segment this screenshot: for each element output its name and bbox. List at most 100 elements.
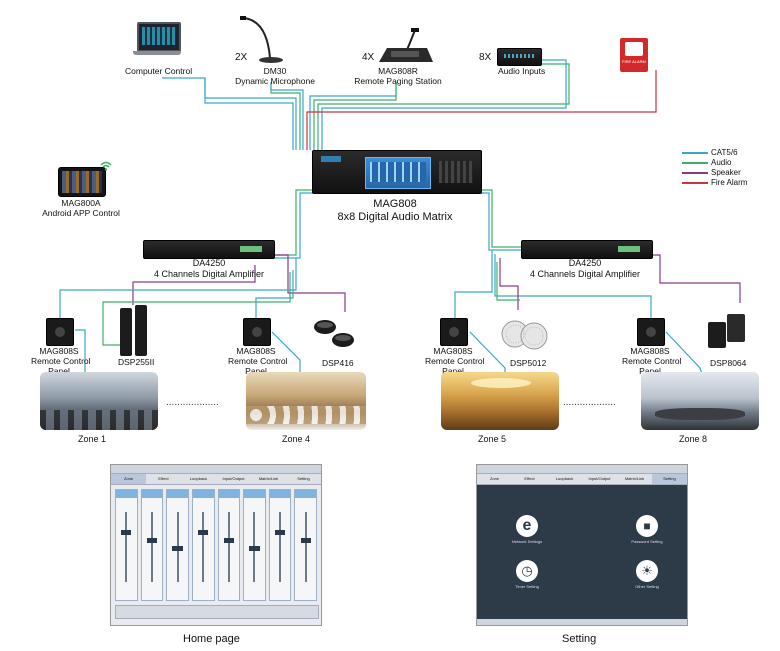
svg-text:...................: ................... bbox=[563, 397, 616, 408]
speaker-label-zone4: DSP416 bbox=[322, 358, 354, 368]
matrix-display bbox=[365, 157, 431, 189]
tab-loopback[interactable]: Loopback bbox=[555, 476, 574, 481]
remote-panel-zone8 bbox=[637, 318, 665, 346]
fader-strip[interactable] bbox=[268, 489, 292, 601]
legend-item: Speaker bbox=[682, 168, 747, 178]
fader-strip[interactable] bbox=[243, 489, 266, 601]
zone5-photo bbox=[441, 372, 559, 430]
fader-strip[interactable] bbox=[217, 489, 241, 601]
fader-knob[interactable] bbox=[300, 538, 311, 543]
home-page-screenshot: Zone Effect Loopback Input/Output Matrix… bbox=[110, 464, 322, 626]
android-name: Android APP Control bbox=[42, 208, 120, 218]
tab-matrix-link[interactable]: Matrix/Link bbox=[258, 476, 279, 481]
network-globe-icon: e bbox=[516, 515, 538, 537]
mic-label: DM30 Dynamic Microphone bbox=[230, 66, 320, 86]
tab-setting[interactable]: Setting bbox=[297, 476, 310, 481]
matrix-name: 8x8 Digital Audio Matrix bbox=[337, 211, 453, 223]
mic-qty: 2X bbox=[235, 52, 248, 63]
other-setting-item[interactable]: ☀ Other Setting bbox=[627, 560, 667, 589]
tab-input-output[interactable]: Input/Output bbox=[222, 476, 245, 481]
android-tablet-device bbox=[58, 167, 106, 197]
zone1-label: Zone 1 bbox=[78, 434, 107, 444]
setting-caption: Setting bbox=[562, 633, 597, 645]
fader-knob[interactable] bbox=[274, 530, 286, 535]
tab-zone[interactable]: Zone bbox=[111, 474, 146, 484]
grille-speaker-icon bbox=[501, 320, 548, 350]
svg-text:...................: ................... bbox=[166, 397, 219, 408]
box-speaker-icon bbox=[727, 314, 745, 342]
amplifier-right-label: DA4250 4 Channels Digital Amplifier bbox=[510, 258, 660, 280]
zone4-photo bbox=[246, 372, 366, 430]
fader-strip[interactable] bbox=[294, 489, 317, 601]
timer-icon: ◷ bbox=[516, 560, 538, 582]
fire-alarm-text: FIRE ALARM bbox=[622, 59, 646, 64]
paging-qty: 4X bbox=[362, 52, 375, 63]
fader-knob[interactable] bbox=[121, 530, 132, 535]
tab-setting[interactable]: Setting bbox=[652, 474, 687, 484]
amplifier-right-device bbox=[521, 240, 653, 259]
paging-name: Remote Paging Station bbox=[354, 76, 442, 86]
android-label: MAG800A Android APP Control bbox=[36, 198, 126, 218]
password-setting-item[interactable]: ■ Password Setting bbox=[627, 515, 667, 544]
computer-label: Computer Control bbox=[125, 66, 193, 76]
mic-model: DM30 bbox=[263, 66, 287, 76]
legend-item: Audio bbox=[682, 158, 747, 168]
fire-alarm-button-icon bbox=[625, 42, 643, 56]
tab-input-output[interactable]: Input/Output bbox=[588, 476, 611, 481]
amplifier-left-device bbox=[143, 240, 275, 259]
matrix-label: MAG808 8x8 Digital Audio Matrix bbox=[330, 198, 460, 224]
zone-ellipsis: ................... ................... bbox=[166, 397, 616, 408]
paging-model: MAG808R bbox=[378, 66, 418, 76]
zone5-label: Zone 5 bbox=[478, 434, 507, 444]
fader-strip[interactable] bbox=[140, 489, 164, 601]
remote-panel-zone4 bbox=[243, 318, 271, 346]
fader-knob[interactable] bbox=[172, 546, 183, 551]
zone8-photo bbox=[641, 372, 759, 430]
tab-zone[interactable]: Zone bbox=[489, 476, 500, 481]
column-speaker-icon bbox=[120, 308, 132, 356]
microphone-icon bbox=[240, 16, 283, 63]
fader-strip[interactable] bbox=[166, 489, 189, 601]
home-tab-bar: Zone Effect Loopback Input/Output Matrix… bbox=[111, 474, 321, 485]
tab-matrix-link[interactable]: Matrix/Link bbox=[624, 476, 645, 481]
amp-left-name: 4 Channels Digital Amplifier bbox=[153, 269, 265, 279]
lock-icon: ■ bbox=[636, 515, 658, 537]
remote-panel-zone1 bbox=[46, 318, 74, 346]
tab-effect[interactable]: Effect bbox=[524, 476, 535, 481]
mic-name: Dynamic Microphone bbox=[235, 76, 315, 86]
computer-device bbox=[133, 22, 181, 56]
tab-effect[interactable]: Effect bbox=[158, 476, 169, 481]
panel-label-zone1: MAG808S Remote Control Panel bbox=[31, 346, 91, 376]
home-bottom-toolbar bbox=[115, 605, 319, 619]
other-settings-icon: ☀ bbox=[636, 560, 658, 582]
speaker-label-zone5: DSP5012 bbox=[510, 358, 547, 368]
matrix-model: MAG808 bbox=[373, 198, 417, 210]
legend: CAT5/6 Audio Speaker Fire Alarm bbox=[682, 148, 747, 188]
fader-strip[interactable] bbox=[115, 489, 138, 601]
remote-panel-zone5 bbox=[440, 318, 468, 346]
fader-strip[interactable] bbox=[191, 489, 215, 601]
zone8-label: Zone 8 bbox=[679, 434, 708, 444]
tab-loopback[interactable]: Loopback bbox=[189, 476, 208, 481]
panel-label-zone8: MAG808S Remote Control Panel bbox=[622, 346, 682, 376]
setting-screenshot: Zone Effect Loopback Input/Output Matrix… bbox=[476, 464, 688, 626]
amp-left-model: DA4250 bbox=[192, 258, 226, 268]
panel-label-zone5: MAG808S Remote Control Panel bbox=[425, 346, 485, 376]
fader-knob[interactable] bbox=[198, 530, 209, 535]
fader-knob[interactable] bbox=[249, 546, 260, 551]
android-model: MAG800A bbox=[61, 198, 101, 208]
timer-setting-item[interactable]: ◷ Timer Setting bbox=[507, 560, 547, 589]
laptop-screen-icon bbox=[137, 22, 181, 52]
column-speaker-icon bbox=[135, 305, 147, 356]
zone1-photo bbox=[40, 372, 158, 430]
fader-knob[interactable] bbox=[146, 538, 158, 543]
network-settings-item[interactable]: e Network Settings bbox=[511, 515, 543, 544]
fader-strip-group bbox=[115, 489, 317, 601]
speaker-label-zone8: DSP8064 bbox=[710, 358, 747, 368]
amplifier-left-label: DA4250 4 Channels Digital Amplifier bbox=[134, 258, 284, 280]
fader-knob[interactable] bbox=[223, 538, 234, 543]
panel-label-zone4: MAG808S Remote Control Panel bbox=[228, 346, 288, 376]
wifi-icon bbox=[100, 161, 112, 171]
home-page-caption: Home page bbox=[183, 633, 240, 645]
